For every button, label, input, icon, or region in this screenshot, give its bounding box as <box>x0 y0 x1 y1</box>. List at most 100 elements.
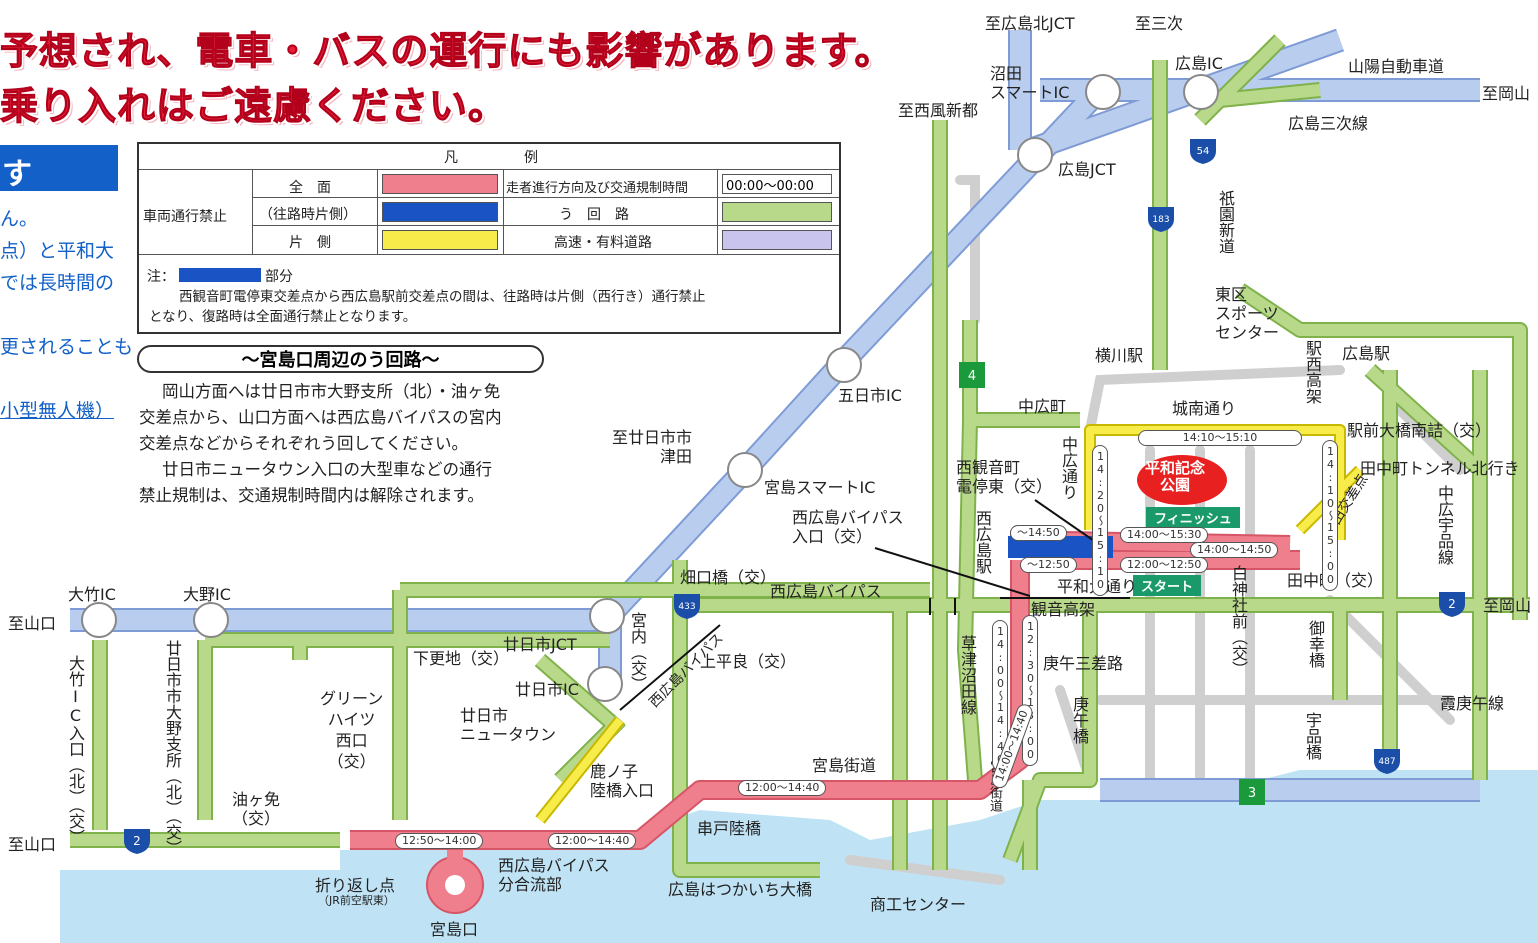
route-2b-shield-icon: 2 <box>1439 592 1465 617</box>
route-2a-number: 2 <box>133 834 141 848</box>
label-kanokotachi: 鹿ノ子 陸橋入口 <box>590 762 655 800</box>
label-hiroshima-jct: 広島JCT <box>1058 160 1116 179</box>
route-54-number: 54 <box>1197 146 1210 157</box>
label-to-yamaguchi-1: 至山口 <box>8 614 57 633</box>
label-kogo-sansaro: 庚午三差路 <box>1043 654 1124 673</box>
label-naka-ujina: 中広宇品線 <box>1435 485 1454 565</box>
route-487-number: 487 <box>1378 757 1395 767</box>
label-ujina: 宇品橋 <box>1303 712 1322 760</box>
label-kasumi: 霞庚午線 <box>1440 694 1505 713</box>
label-ekinishi: 駅西高架 <box>1303 340 1322 404</box>
legend-note-line-1: 西観音町電停東交差点から西広島駅前交差点の間は、往路時は片側（西行き）通行禁止 <box>179 289 706 305</box>
left-panel-line-2: 点）と平和大 <box>0 240 115 262</box>
label-to-okayama-top: 至岡山 <box>1482 84 1531 103</box>
label-hiroshima-kita-jct: 至広島北JCT <box>985 14 1075 33</box>
label-jonan: 城南通り <box>1172 399 1237 418</box>
peace-park-marker <box>1137 455 1227 505</box>
time-box-11: 12:00〜14:40 <box>548 833 637 849</box>
left-panel-line-1: ん。 <box>0 208 39 230</box>
left-panel-line-3: では長時間の <box>0 272 115 294</box>
label-nishikannon: 西観音町 電停東（交） <box>956 458 1053 496</box>
label-shoko: 商工センター <box>870 895 967 914</box>
time-box-2: 14:20〜15:10 <box>1092 445 1108 596</box>
time-box-10: 12:50〜14:00 <box>395 833 484 849</box>
detour-info-title: 〜宮島口周辺のう回路〜 <box>137 345 544 373</box>
left-panel-box-label: す <box>2 157 32 192</box>
label-kamihira: 上平良（交） <box>700 652 797 671</box>
legend-swatch-detour <box>722 202 832 222</box>
time-box-1: 14:10〜15:10 <box>1138 430 1302 446</box>
route-433-number: 433 <box>678 602 695 612</box>
label-kannon-kouka: 観音高架 <box>1031 600 1096 619</box>
banner-line-2: 乗り入れはご遠慮ください。 <box>0 84 508 129</box>
time-box-7: 〜14:50 <box>1010 525 1067 541</box>
route-3-sign-icon: 3 <box>1239 779 1265 805</box>
label-hatsukaichi-bridge: 広島はつかいち大橋 <box>668 880 813 899</box>
label-hakushima: 白神社前（交） <box>1229 565 1248 677</box>
time-box-5: 14:00〜14:50 <box>1190 542 1279 558</box>
label-kogo-bashi: 庚午橋 <box>1070 696 1089 744</box>
detour-info-line-3: 交差点などからそれぞれう回してください。 <box>139 434 469 453</box>
label-itsukaichi-ic: 五日市IC <box>838 386 902 405</box>
legend-full-label: 全 面 <box>289 180 331 196</box>
label-orikaeshi: 折り返し点 <box>315 876 396 895</box>
legend-time-sample: 00:00〜00:00 <box>722 174 832 194</box>
label-hataguchi: 畑口橋（交） <box>680 568 777 587</box>
label-aburagamen: 油ヶ免 （交） <box>232 790 281 828</box>
legend-swatch-one-side <box>382 230 498 250</box>
interchange-circles <box>81 74 1219 702</box>
legend-note-prefix: 注： <box>147 269 175 285</box>
route-183-number: 183 <box>1152 215 1169 225</box>
time-box-13: 12:30〜13:00 <box>1022 615 1038 766</box>
label-tanakamachi-tunnel: 田中町トンネル北行き <box>1360 459 1520 478</box>
detour-info-line-4: 廿日市ニュータウン入口の大型車などの通行 <box>162 460 492 479</box>
label-nakahiromachi: 中広町 <box>1018 397 1067 416</box>
route-487-shield-icon: 487 <box>1374 749 1400 774</box>
left-panel-box: す <box>0 145 118 192</box>
label-miyajimaguchi: 宮島口 <box>430 920 479 939</box>
label-hatsukaichi-ic: 廿日市IC <box>515 680 579 699</box>
label-kusatsu: 草津沼田線 <box>958 635 977 715</box>
legend-swatch-full <box>382 174 498 194</box>
legend-note-line-2: となり、復路時は全面通行禁止となります。 <box>149 309 417 325</box>
peak-closure-segment <box>1008 536 1113 558</box>
legend-one-side-label: 片 側 <box>289 235 331 251</box>
label-bunryu: 西広島バイパス 分合流部 <box>498 856 610 894</box>
label-ootake-ic-entry: 大竹IC入口（北）（交） <box>66 655 85 845</box>
label-to-yamaguchi-2: 至山口 <box>8 835 57 854</box>
sea-area <box>60 770 1538 943</box>
label-nishihiro-st: 西広島駅 <box>973 510 992 574</box>
label-hiroshima-miyoshi: 広島三次線 <box>1288 114 1369 133</box>
label-ootake-ic: 大竹IC <box>68 585 116 604</box>
legend-swatch-peak <box>382 202 498 222</box>
route-433-shield-icon: 433 <box>674 594 700 619</box>
route-3-number: 3 <box>1248 786 1256 801</box>
label-ekimae-ohashi: 駅前大橋南詰（交） <box>1347 421 1492 440</box>
label-higashiku-sports: 東区 スポーツ センター <box>1215 285 1280 342</box>
detour-info-line-5: 禁止規制は、交通規制時間内は解除されます。 <box>139 486 484 505</box>
legend-box: 凡 例 車両通行禁止 全 面 （往路時片側） 片 側 走者進行方向及び交通規制時… <box>137 142 841 334</box>
time-box-4: 14:00〜15:30 <box>1120 527 1209 543</box>
legend-detour-label: う 回 路 <box>559 207 629 223</box>
route-2b-number: 2 <box>1448 597 1456 611</box>
label-kushido: 串戸陸橋 <box>697 819 762 838</box>
label-miyajima-smart-ic: 宮島スマートIC <box>764 478 876 497</box>
left-panel-line-5[interactable]: 小型無人機） <box>0 400 115 422</box>
time-box-3: 14:10〜15:00 <box>1322 440 1338 591</box>
route-4-sign-icon: 4 <box>959 362 985 388</box>
label-miyauchi: 宮内（交） <box>628 612 647 692</box>
start-tag: スタート <box>1133 575 1202 596</box>
label-hiroshima-st: 広島駅 <box>1342 344 1391 363</box>
label-nishihiro-bp: 西広島バイパス <box>770 582 882 601</box>
label-to-hatsukaichi: 至廿日市市 津田 <box>612 428 693 466</box>
time-box-8: 〜12:50 <box>1020 557 1077 573</box>
label-gion-shindo: 祇園新道 <box>1216 190 1235 254</box>
time-box-9: 12:00〜14:40 <box>738 780 827 796</box>
label-oono-shisho: 廿日市市大野支所（北）（交） <box>163 640 182 856</box>
legend-group-label: 車両通行禁止 <box>143 209 227 225</box>
time-box-6: 12:00〜12:50 <box>1120 557 1209 573</box>
label-green-heights: グリーン ハイツ 西口 （交） <box>320 689 384 771</box>
legend-note-suffix: 部分 <box>265 269 293 285</box>
label-nakahiro-dori: 中広通り <box>1059 436 1078 500</box>
